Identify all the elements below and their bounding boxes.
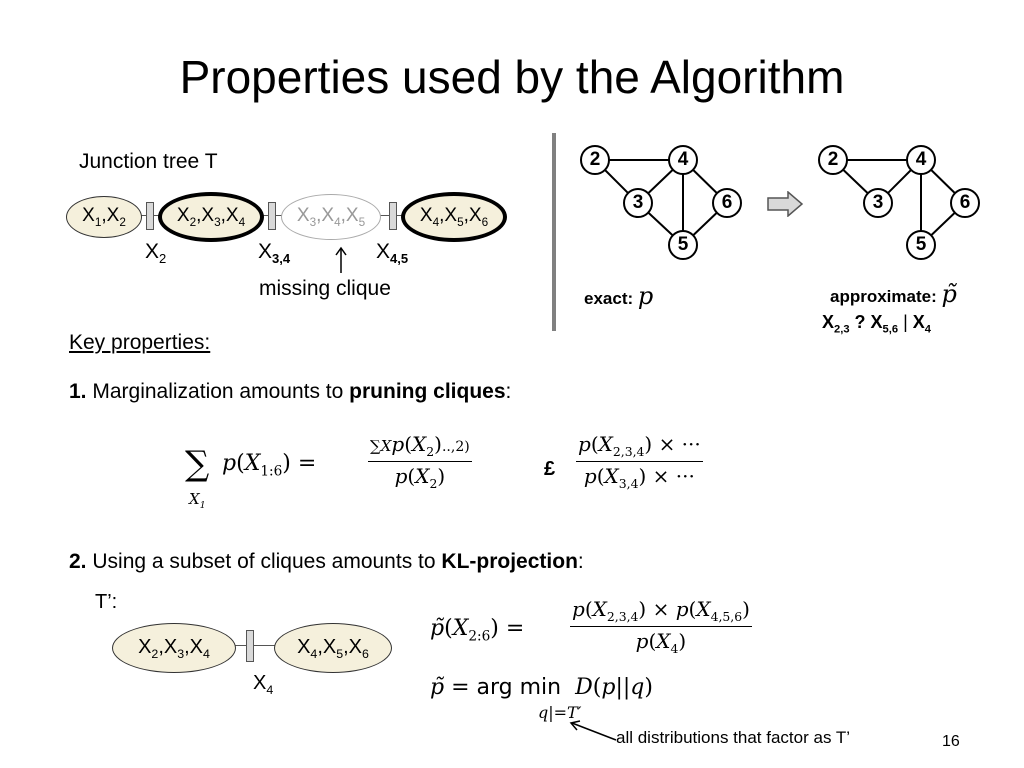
exact-label: exact: p (584, 282, 654, 310)
eq1-lhs: p(X1:6) = (222, 451, 317, 480)
clique-x3-x4-x5-missing: X3,X4,X5 (281, 194, 381, 240)
eq1-fraction-1: ∑Xp(X2)..,2) p(X2) (368, 432, 472, 491)
independence-statement: X2,3 ? X5,6 | X4 (822, 312, 931, 336)
approx-node-6: 6 (950, 188, 980, 218)
eq3-subscript: q|=T′ (538, 703, 582, 722)
separator-label-x2: X2 (145, 240, 167, 267)
tprime-clique-x4-x5-x6: X4,X5,X6 (274, 623, 392, 673)
eq1-symbol: £ (544, 458, 556, 480)
exact-node-3: 3 (623, 188, 653, 218)
approx-node-5: 5 (906, 230, 936, 260)
key-properties-heading: Key properties: (69, 331, 211, 354)
junction-tree-label: Junction tree T (79, 150, 218, 173)
approximate-label: approximate: p̃ (830, 280, 957, 308)
annotation-arrow (569, 720, 617, 741)
missing-clique-arrow (335, 246, 347, 273)
eq2-lhs: p̃(X2:6) = (430, 616, 525, 645)
divider (552, 133, 556, 331)
exact-node-5: 5 (668, 230, 698, 260)
exact-node-4: 4 (668, 145, 698, 175)
separator-x2 (146, 202, 154, 230)
property-2: 2. Using a subset of cliques amounts to … (69, 550, 584, 573)
eq2-fraction: p(X2,3,4) × p(X4,5,6) p(X4) (570, 597, 752, 656)
tprime-clique-x2-x3-x4: X2,X3,X4 (112, 623, 236, 673)
eq1-sum-sign: ∑ (185, 444, 210, 484)
separator-label-x34: X3,4 (258, 240, 291, 267)
eq1-sum-sub: X1 (189, 490, 206, 511)
approx-node-3: 3 (863, 188, 893, 218)
separator-x45 (389, 202, 397, 230)
tprime-label: T’: (95, 591, 118, 613)
missing-clique-label: missing clique (259, 277, 391, 300)
property-1: 1. Marginalization amounts to pruning cl… (69, 380, 512, 403)
clique-x4-x5-x6: X4,X5,X6 (401, 192, 507, 242)
exact-node-6: 6 (712, 188, 742, 218)
clique-x2-x3-x4: X2,X3,X4 (158, 192, 264, 242)
transform-arrow-icon (767, 191, 804, 217)
tprime-separator-label: X4 (253, 672, 274, 697)
slide-title: Properties used by the Algorithm (179, 51, 845, 103)
approx-node-2: 2 (818, 145, 848, 175)
page-number: 16 (942, 733, 960, 750)
annotation-text: all distributions that factor as T’ (616, 728, 851, 747)
eq1-fraction-2: p(X2,3,4) × ··· p(X3,4) × ··· (576, 432, 703, 491)
separator-x34 (268, 202, 276, 230)
separator-label-x45: X4,5 (376, 240, 409, 267)
approx-node-4: 4 (906, 145, 936, 175)
exact-node-2: 2 (580, 145, 610, 175)
tprime-separator-x4 (246, 630, 254, 662)
tprime-edge-line (200, 645, 310, 646)
clique-x1-x2: X1,X2 (66, 196, 142, 238)
eq3: p̃ = arg min D(p||q) (430, 675, 653, 700)
